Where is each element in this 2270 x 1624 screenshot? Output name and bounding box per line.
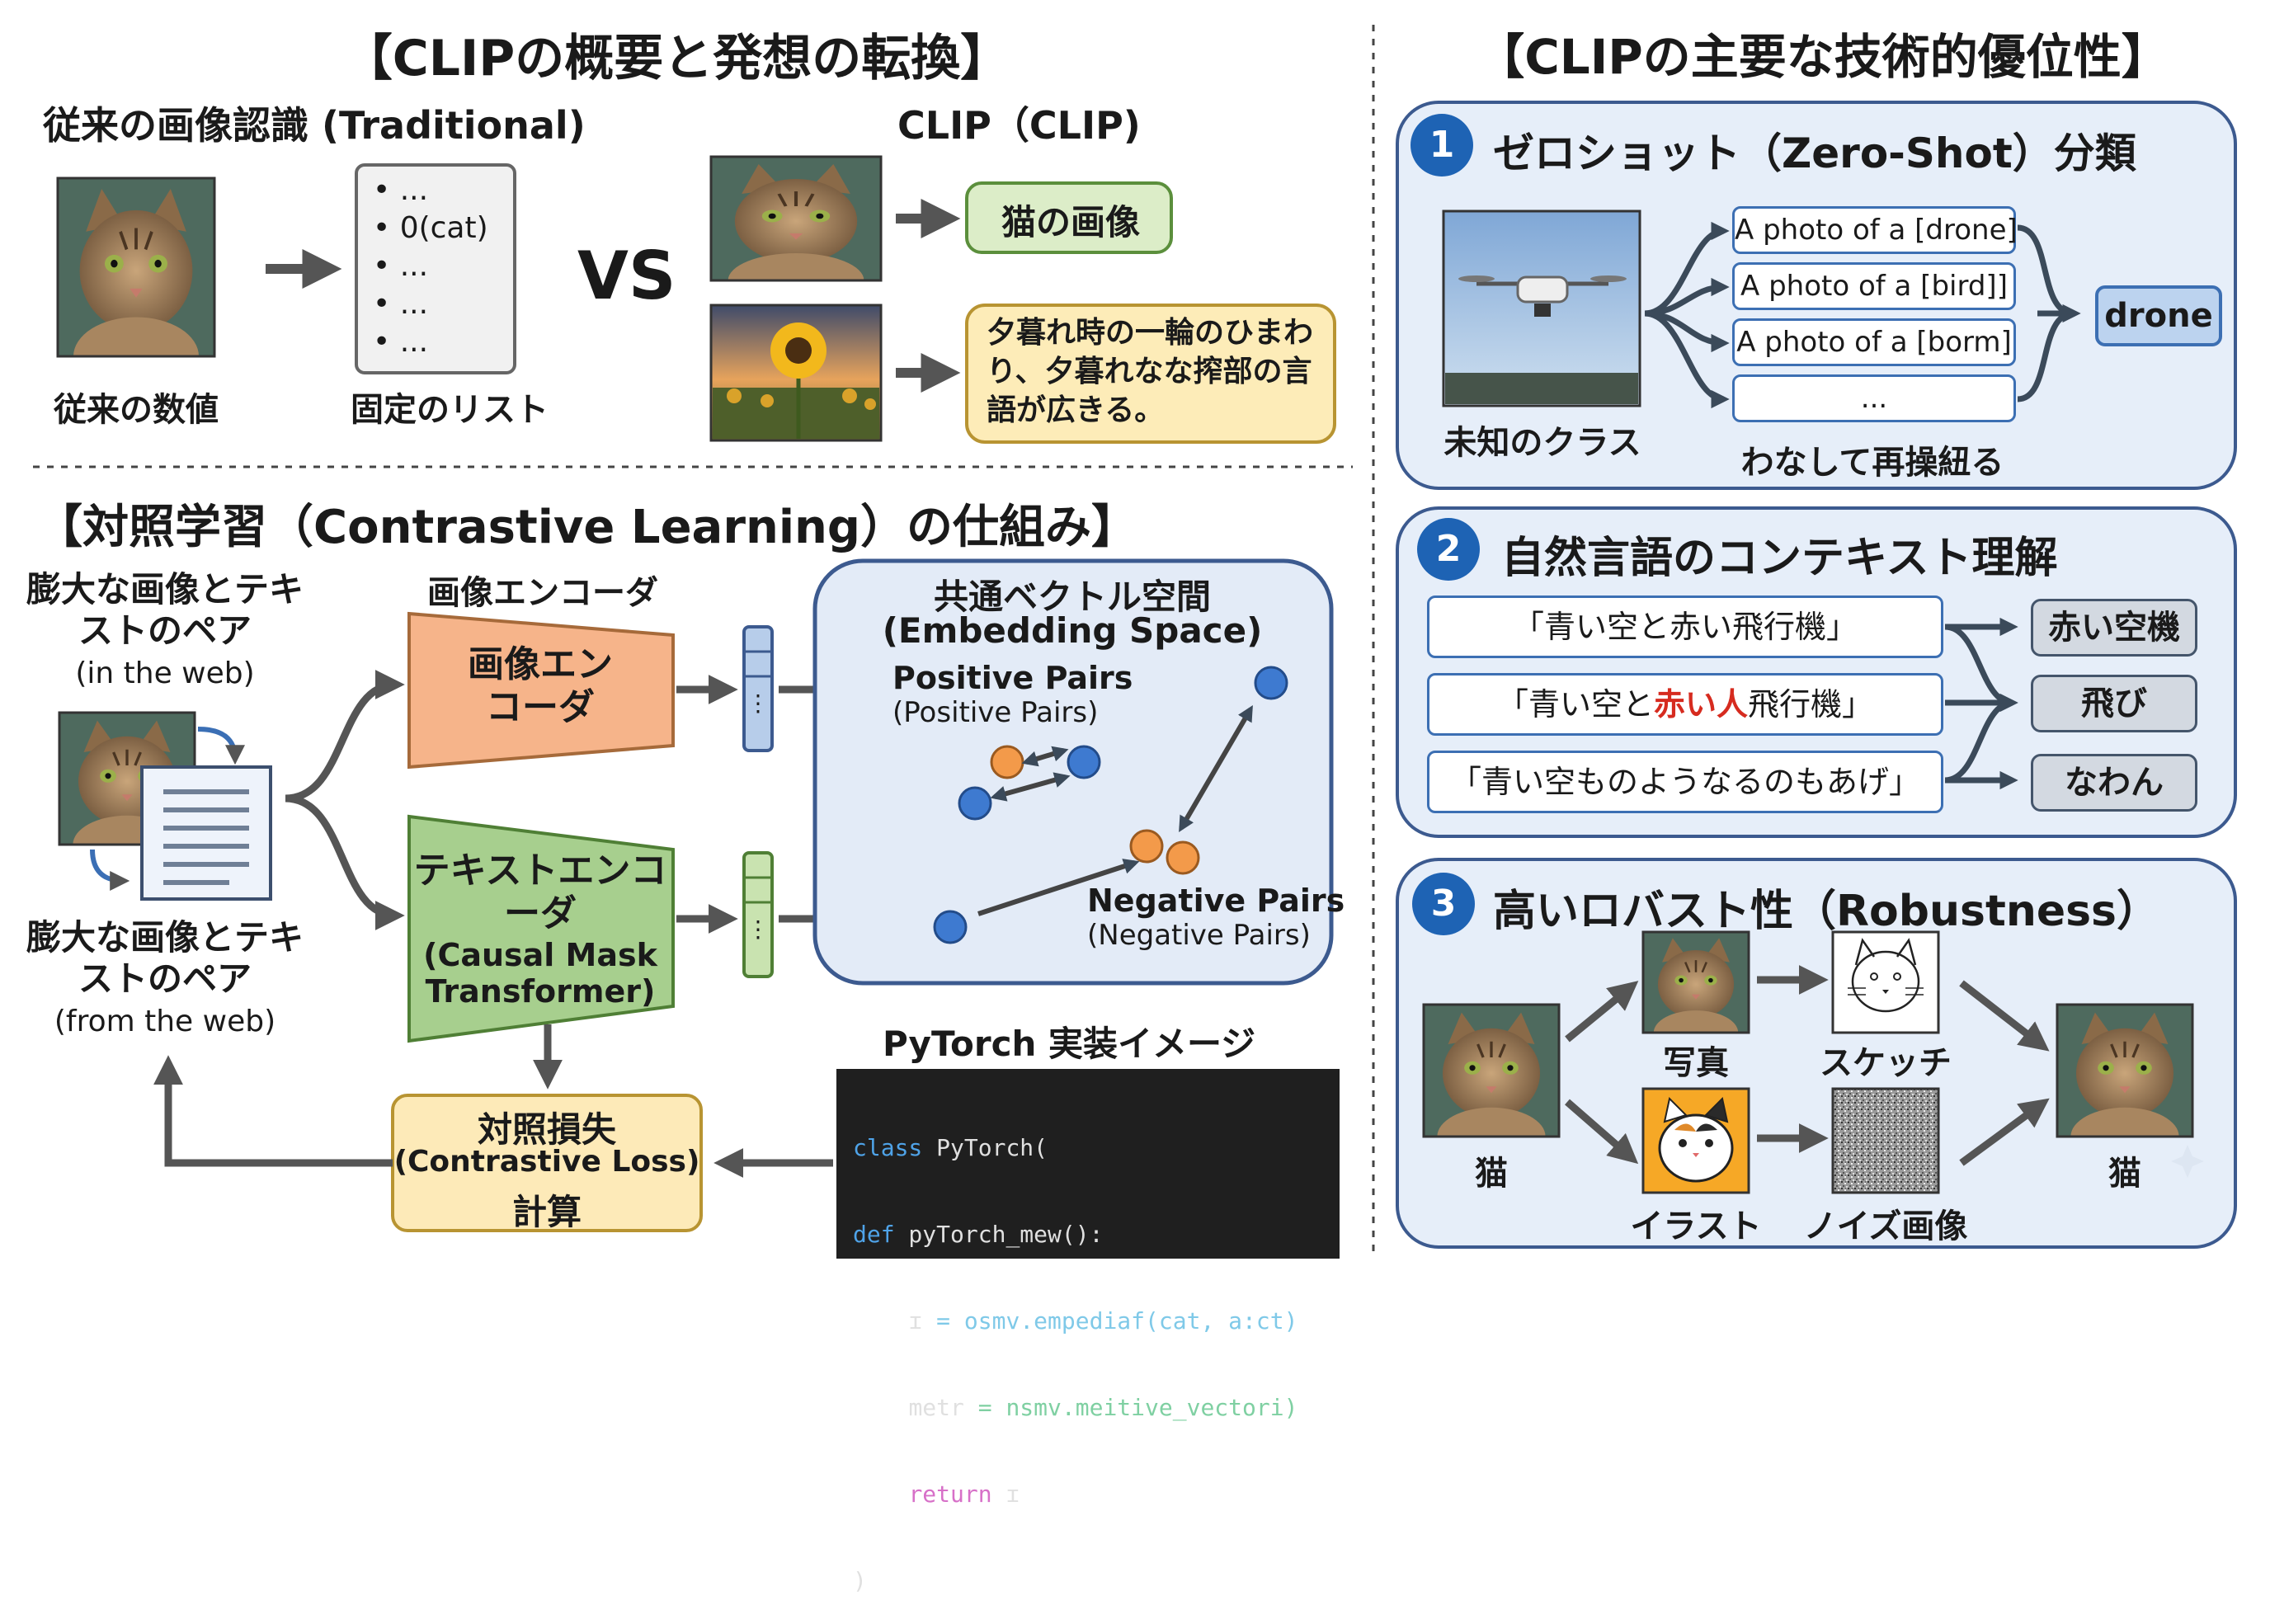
unknown-class-caption: 未知のクラス [1443, 424, 1641, 462]
loss-line3: 計算 [511, 1192, 582, 1232]
sunflower-caption-box [965, 304, 1336, 444]
code-line: class PyTorch( [853, 1134, 1048, 1161]
context-result-2: 飛び [2031, 675, 2197, 732]
context-number: 2 [1417, 518, 1480, 581]
clip-cat-label-box [965, 181, 1173, 254]
robust-number: 3 [1412, 873, 1475, 935]
document-icon [140, 765, 272, 901]
code-line: return ɪ [908, 1480, 1020, 1508]
embedding-title: 共通ベクトル空間 [933, 577, 1211, 617]
image-encoder-heading: 画像エンコーダ [427, 574, 658, 612]
drone-photo [1442, 209, 1641, 407]
pytorch-code-block: class PyTorch( def pyTorch_mew(): ɪ = os… [836, 1069, 1340, 1594]
code-line: def pyTorch_mew(): [853, 1221, 1104, 1248]
code-line: metr = nsmv.meitive_vectori) [908, 1394, 1298, 1421]
image-vector [742, 625, 774, 752]
robust-title: 高いロバスト性（Robustness） [1493, 887, 2160, 936]
robust-photo-cat [1641, 930, 1750, 1034]
traditional-cat-photo [56, 177, 216, 358]
clip-sunflower-text: 夕暮れ時の一輪のひまわり、夕暮れなな搾部の言語が広きる。 [987, 316, 1314, 427]
robust-right-caption: 猫 [2108, 1155, 2141, 1193]
overview-title: 【CLIPの概要と発想の転換】 [342, 30, 1010, 87]
embedding-sub: (Embedding Space) [882, 610, 1263, 651]
sparkle-icon [2171, 1145, 2204, 1178]
illust-caption: イラスト [1630, 1207, 1762, 1245]
list-item: • ... [373, 287, 429, 321]
text-encoder-shape [407, 814, 675, 1043]
zero-shot-number: 1 [1411, 114, 1473, 177]
prompt-item: A photo of a [drone] [1732, 206, 2018, 254]
negative-pairs-points [933, 666, 1288, 944]
contrastive-title: 【対照学習（Contrastive Learning）の仕組み】 [36, 501, 1137, 554]
negative-title: Negative Pairs [1087, 883, 1345, 919]
negative-sub: (Negative Pairs) [1087, 919, 1311, 952]
robust-left-cat [1422, 1003, 1561, 1138]
fixed-list: • ... • 0(cat) • ... • ... • ... [373, 172, 488, 361]
photo-caption: 写真 [1663, 1044, 1729, 1082]
noise-caption: ノイズ画像 [1803, 1207, 1968, 1245]
context-result-1: 赤い空機 [2031, 599, 2197, 657]
loss-line1: 対照損失 [477, 1109, 616, 1150]
clip-cat-photo [709, 155, 883, 282]
context-result-3: なわん [2031, 754, 2197, 812]
positive-pairs-points [958, 745, 1101, 821]
context-phrase-1: 「青い空と赤い飛行機」 [1427, 595, 1943, 658]
zero-shot-result: drone [2095, 285, 2222, 346]
image-encoder-shape [407, 611, 675, 770]
list-item: • ... [373, 325, 429, 359]
list-item: • 0(cat) [373, 211, 488, 245]
text-vector-dots: ⋮ [746, 916, 770, 943]
text-encoder-sub: (Causal Mask Transformer) [423, 937, 657, 1010]
positive-title: Positive Pairs [892, 660, 1133, 696]
vs-label: VS [577, 238, 676, 314]
context-title: 自然言語のコンテキスト理解 [1501, 534, 2058, 583]
prompt-item: ... [1732, 374, 2016, 422]
clip-label: CLIP（CLIP) [897, 103, 1141, 148]
advantages-title: 【CLIPの主要な技術的優位性】 [1476, 29, 2169, 85]
prompt-caption: わなして再操紐る [1740, 444, 2004, 482]
list-item: • ... [373, 249, 429, 283]
text-encoder-text: テキストエンコーダ [413, 850, 667, 934]
positive-sub: (Positive Pairs) [892, 696, 1099, 729]
image-encoder-text: 画像エンコーダ [468, 643, 613, 728]
prompt-item: A photo of a [bird]] [1732, 262, 2016, 310]
traditional-caption: 従来の数値 [54, 391, 219, 429]
zero-shot-title: ゼロショット（Zero-Shot）分類 [1493, 129, 2136, 177]
illustration-cat [1641, 1087, 1750, 1194]
image-vector-dots: ⋮ [746, 690, 770, 717]
sketch-cat [1831, 930, 1940, 1034]
code-line: ɪ = osmv.empediaf(cat, a:ct) [908, 1307, 1298, 1335]
pairs-label-top: 膨大な画像とテキストのペア [26, 569, 304, 651]
fixed-list-caption: 固定のリスト [351, 391, 549, 429]
noise-image [1831, 1087, 1940, 1194]
sketch-caption: スケッチ [1820, 1044, 1952, 1082]
pairs-sub-bottom: (from the web) [54, 1005, 276, 1038]
fixed-list-box [355, 163, 516, 374]
pytorch-title: PyTorch 実装イメージ [883, 1024, 1256, 1064]
traditional-label: 従来の画像認識 (Traditional) [43, 103, 586, 148]
loss-line2: (Contrastive Loss) [393, 1145, 700, 1179]
sunflower-photo [709, 304, 883, 442]
robust-right-cat [2056, 1003, 2194, 1138]
robust-left-caption: 猫 [1475, 1155, 1508, 1193]
context-phrase-2: 「青い空と赤い人飛行機」 [1427, 673, 1943, 736]
text-vector [742, 851, 774, 978]
list-item: • ... [373, 173, 429, 207]
context-phrase-3: 「青い空ものようなるのもあげ」 [1427, 751, 1943, 813]
pairs-sub-top: (in the web) [75, 657, 255, 690]
code-line: ) [853, 1567, 867, 1594]
clip-cat-text: 猫の画像 [1001, 202, 1140, 242]
prompt-item: A photo of a [borm] [1732, 318, 2016, 366]
pairs-label-bottom: 膨大な画像とテキストのペア [26, 917, 304, 999]
